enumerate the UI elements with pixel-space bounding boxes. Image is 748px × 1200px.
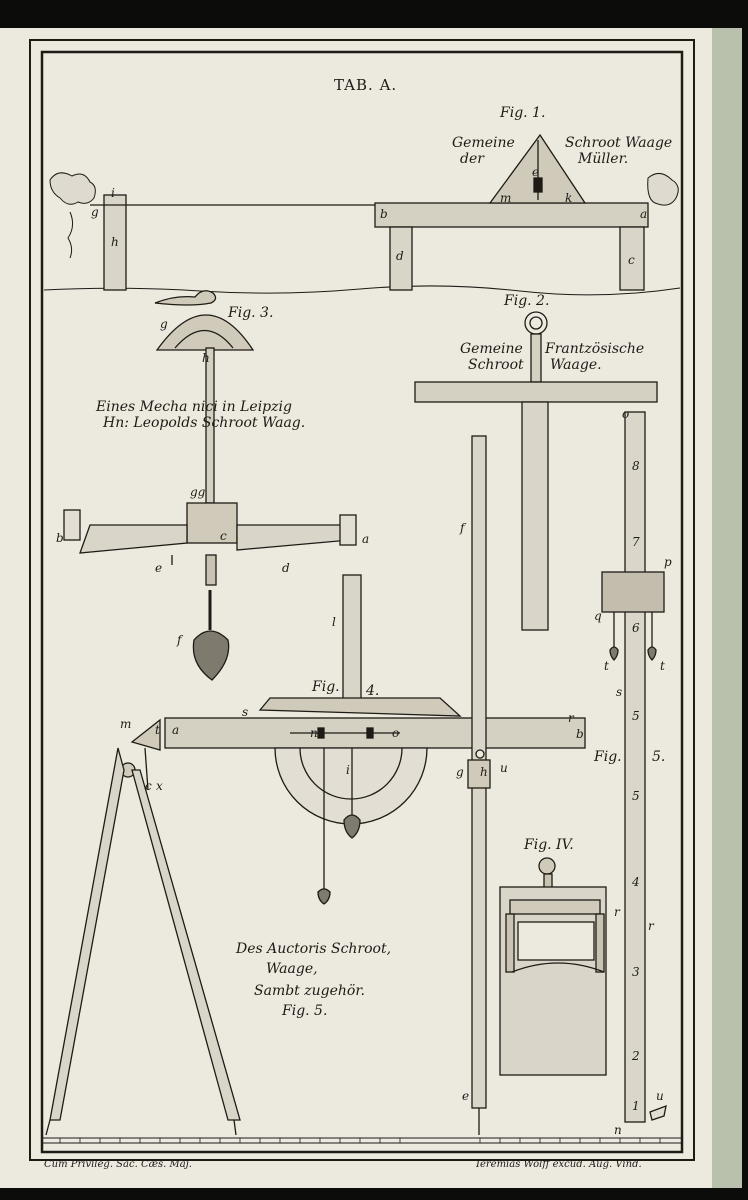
fig1-caption-1b: Schroot Waage <box>565 135 673 151</box>
fig3-letter-b: b <box>56 531 64 545</box>
fig4-letter-e: e <box>462 1089 470 1103</box>
fig1-letter-m: m <box>500 191 512 205</box>
fig5-letter-r-right: r <box>648 919 654 933</box>
fig5-letter-t-left: t <box>604 659 609 673</box>
fig1-letter-a: a <box>640 207 648 221</box>
fig4-number: 4. <box>366 683 380 699</box>
ground-line <box>43 285 681 296</box>
fig5-caption-line-3: Sambt zugehör. <box>254 983 365 999</box>
fig3-letter-g: g <box>160 317 168 331</box>
imprint-right: Ieremias Wolff excud. Aug. Vind. <box>476 1159 642 1170</box>
fig5-scale-2: 2 <box>632 1049 640 1063</box>
fig3-leopold-level <box>63 290 357 681</box>
fig4-letter-a: a <box>172 723 180 737</box>
fig1-letter-b: b <box>380 207 388 221</box>
fig3-label: Fig. 3. <box>228 305 274 321</box>
fig4-letter-c: c <box>145 779 152 793</box>
fig5-scale-8: 8 <box>632 459 640 473</box>
fig2-caption-2b: Waage. <box>550 357 602 373</box>
fig5-caption-line-2: Waage, <box>266 961 318 977</box>
fig4-letter-r: r <box>568 711 574 725</box>
fig4-letter-h: h <box>480 765 488 779</box>
fig5-scale-7: 7 <box>632 535 640 549</box>
fig3-letter-d: d <box>282 561 290 575</box>
fig4-letter-m: m <box>120 717 132 731</box>
fig1-caption-2b: Müller. <box>578 151 629 167</box>
bottom-scale <box>42 1137 682 1144</box>
outer-border <box>29 39 695 1161</box>
fig4-letter-g: g <box>456 765 464 779</box>
fig5-letter-o: o <box>622 407 630 421</box>
fig5-letter-u: u <box>656 1089 664 1103</box>
fig1-miller-level <box>49 133 679 291</box>
fig5-letter-q: q <box>594 609 602 623</box>
fig3-letter-f: f <box>177 633 182 647</box>
fig3-caption-2: Hn: Leopolds Schroot Waag. <box>103 415 306 431</box>
fig4-letter-u: u <box>500 761 508 775</box>
fig5-label: Fig. <box>594 749 622 765</box>
plate-title: TAB. A. <box>334 76 398 94</box>
fig5-caption-line-1: Des Auctoris Schroot, <box>236 941 392 957</box>
fig2-caption-1a: Gemeine <box>460 341 523 357</box>
fig5-scale-1: 1 <box>632 1099 640 1113</box>
fig3-letter-e: e <box>155 561 163 575</box>
fig5-caption-line-4: Fig. 5. <box>282 1003 328 1019</box>
fig1-letter-h: h <box>111 235 119 249</box>
figIV-label: Fig. IV. <box>524 837 574 853</box>
fig5-letter-p: p <box>664 555 672 569</box>
fig3-letter-h: h <box>202 351 210 365</box>
fig5-scale-6: 6 <box>632 621 640 635</box>
fig4-letter-b: b <box>576 727 584 741</box>
fig5-scale-4: 4 <box>632 875 640 889</box>
fig1-letter-c: c <box>628 253 635 267</box>
book-cover-edge <box>712 28 742 1188</box>
fig4-letter-i: i <box>346 763 350 777</box>
fig4-vertical-rod <box>467 435 491 1135</box>
fig4-quadrant-level <box>45 574 586 1136</box>
fig1-letter-d: d <box>396 249 404 263</box>
fig4-letter-o: o <box>392 726 400 740</box>
fig1-caption-1a: Gemeine <box>452 135 515 151</box>
figIV-press <box>499 857 607 1076</box>
fig5-letter-s: s <box>616 685 623 699</box>
inner-border <box>40 50 684 1154</box>
fig3-letter-a: a <box>362 532 370 546</box>
fig1-label: Fig. 1. <box>500 105 546 121</box>
fig2-french-level <box>414 311 658 631</box>
fig5-number: 5. <box>652 749 666 765</box>
fig4-label: Fig. <box>312 679 340 695</box>
fig5-scale-3: 3 <box>632 965 640 979</box>
fig5-letter-t-right: t <box>660 659 665 673</box>
fig4-letter-x: x <box>156 779 163 793</box>
fig3-caption-1: Eines Mecha nici in Leipzig <box>96 399 292 415</box>
fig5-scale-5b: 5 <box>632 789 640 803</box>
fig4-letter-f: f <box>460 521 465 535</box>
fig3-letter-gg: gg <box>190 485 206 499</box>
fig5-scale-5a: 5 <box>632 709 640 723</box>
fig2-caption-1b: Frantzösische <box>545 341 645 357</box>
fig2-label: Fig. 2. <box>504 293 550 309</box>
fig1-letter-e: e <box>532 165 540 179</box>
fig4-letter-l: l <box>332 615 336 629</box>
fig5-graduated-staff <box>601 411 667 1123</box>
fig4-letter-s: s <box>242 705 249 719</box>
imprint-left: Cum Privileg. Sac. Cæs. Maj. <box>44 1159 192 1170</box>
fig5-letter-r-left: r <box>614 905 620 919</box>
fig5-letter-n: n <box>614 1123 622 1137</box>
fig1-letter-g: g <box>91 205 99 219</box>
fig2-caption-2a: Schroot <box>468 357 524 373</box>
fig3-letter-c: c <box>220 529 227 543</box>
fig1-letter-k: k <box>565 191 573 205</box>
fig1-letter-i: i <box>111 186 115 200</box>
fig4-letter-n: n <box>310 726 318 740</box>
fig4-letter-t: t <box>155 723 160 737</box>
fig1-caption-2a: der <box>460 151 484 167</box>
